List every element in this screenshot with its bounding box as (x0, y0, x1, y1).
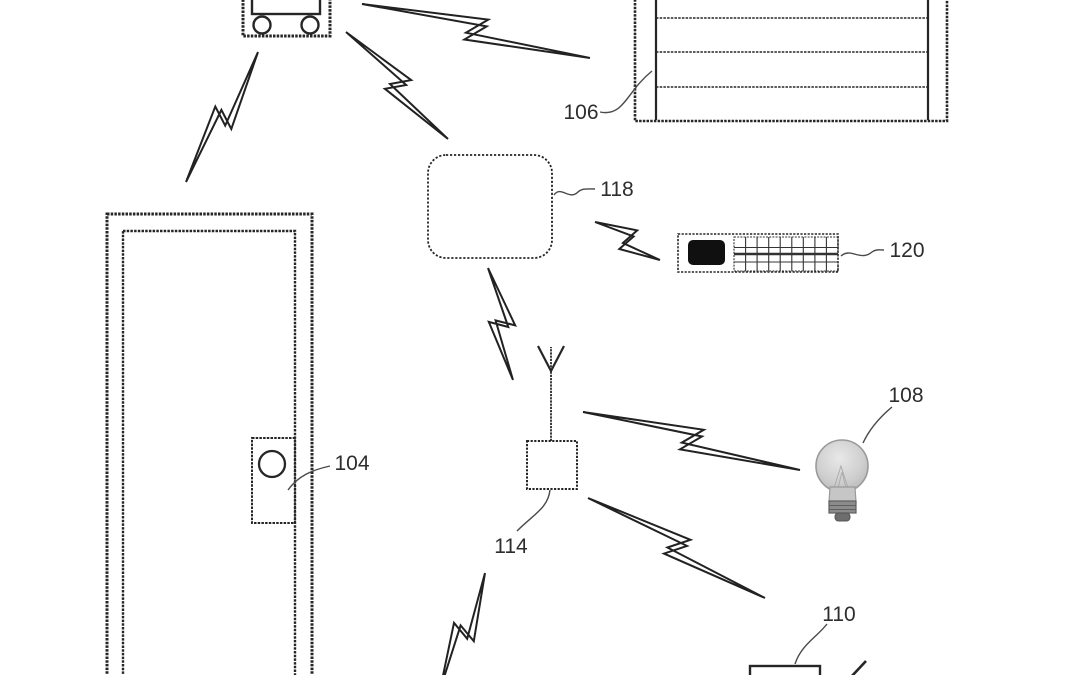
opener-left-wheel (252, 15, 272, 35)
signal-bolt-opener-to-garage-door (361, 3, 591, 59)
antenna-icon (537, 345, 565, 374)
ref-label-120: 120 (889, 239, 924, 262)
bulb-screw-base (828, 500, 857, 514)
remote-keypad (677, 233, 839, 273)
leader-106 (599, 70, 653, 114)
signal-bolt-hub-to-offscreen (442, 572, 486, 675)
leader-114 (516, 489, 551, 532)
leader-110 (794, 623, 828, 665)
signal-bolt-opener-to-door (185, 51, 259, 183)
signal-bolt-gateway-to-hub (487, 267, 518, 381)
remote-display (688, 240, 725, 265)
appliance-box (748, 664, 822, 675)
signal-bolt-opener-to-gateway (345, 31, 449, 140)
leader-104 (287, 465, 331, 491)
remote-button-grid (733, 236, 839, 272)
ref-label-106: 106 (563, 101, 598, 124)
light-bulb (815, 439, 869, 522)
ref-label-110: 110 (822, 603, 855, 626)
leader-120 (840, 249, 885, 257)
garage-door-opener-device (241, 0, 332, 38)
partial-mark (851, 660, 867, 675)
bulb-filament (833, 464, 849, 489)
signal-bolt-hub-to-bulb (582, 411, 801, 471)
signal-bolt-hub-to-appliance (587, 497, 766, 599)
ref-label-108: 108 (888, 384, 923, 407)
ref-label-118: 118 (600, 178, 633, 201)
bulb-neck (828, 486, 857, 503)
wireless-hub (526, 345, 578, 490)
opener-right-wheel (300, 15, 320, 35)
bulb-tip (834, 512, 851, 522)
gateway-box (427, 154, 553, 259)
leader-118 (553, 188, 596, 196)
door-lock-plate (251, 437, 296, 524)
garage-door (633, 0, 949, 123)
door-knob (257, 449, 287, 479)
door-with-lock (105, 212, 314, 675)
leader-108 (862, 406, 893, 444)
ref-label-104: 104 (334, 452, 369, 475)
ref-label-114: 114 (494, 535, 528, 558)
signal-bolt-gateway-to-remote (594, 221, 661, 261)
